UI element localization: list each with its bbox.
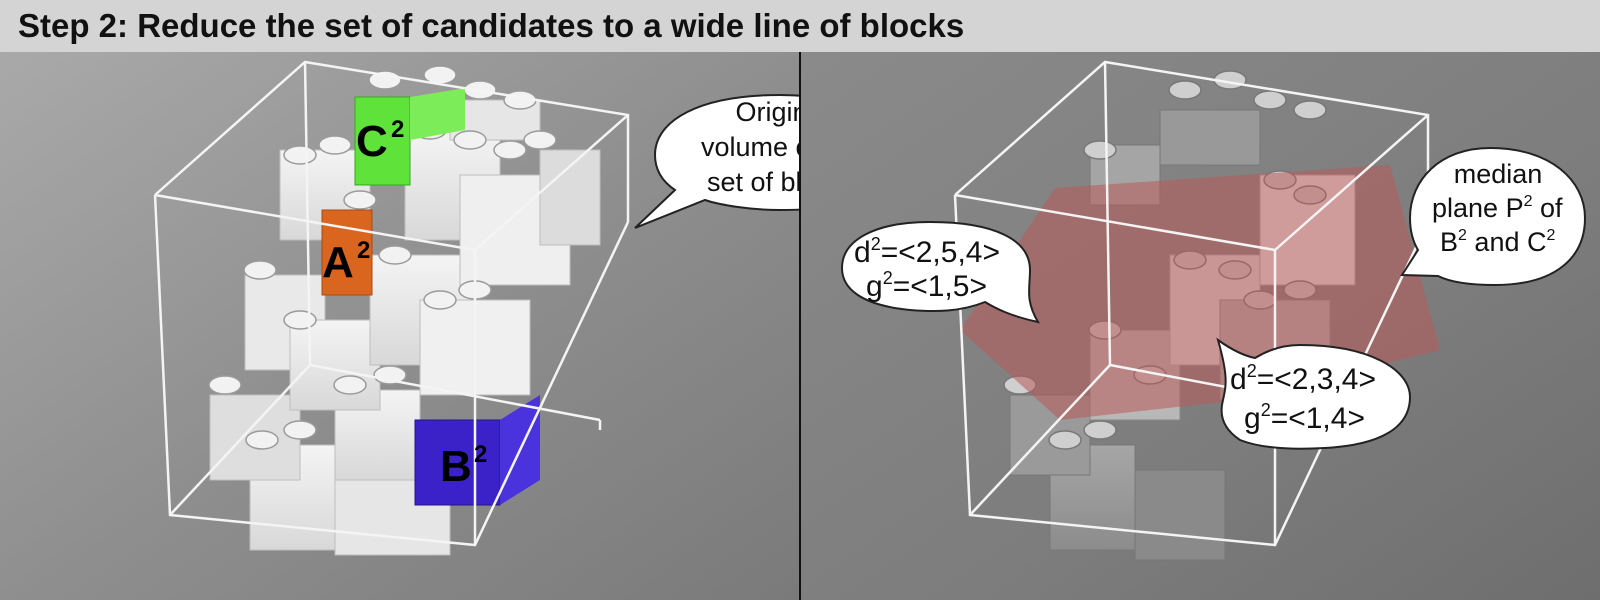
label-c2: C 2 xyxy=(356,116,404,166)
block-c2 xyxy=(354,96,411,186)
page-title: Step 2: Reduce the set of candidates to … xyxy=(18,7,965,44)
label-a2: A 2 xyxy=(322,237,370,287)
left-panel: C 2 A 2 B 2 Original volume of the set o… xyxy=(0,52,907,600)
svg-text:2: 2 xyxy=(357,237,370,264)
label-b2: B 2 xyxy=(440,441,487,491)
callout-d2-g2-right: d2=<2,3,4> g2=<1,4> xyxy=(1216,337,1412,450)
block-c2-side xyxy=(410,88,465,140)
svg-text:2: 2 xyxy=(391,116,404,143)
svg-text:A: A xyxy=(322,238,354,287)
bounding-volume-left xyxy=(153,60,630,547)
svg-text:d2=<2,3,4>: d2=<2,3,4> xyxy=(1230,361,1376,396)
svg-text:2: 2 xyxy=(474,441,487,468)
block-b2 xyxy=(414,419,501,506)
svg-text:plane P2 of: plane P2 of xyxy=(1432,193,1563,223)
figure-svg: C 2 A 2 B 2 Original volume of the set o… xyxy=(0,52,1600,600)
svg-text:B: B xyxy=(440,442,472,491)
svg-text:g2=<1,4>: g2=<1,4> xyxy=(1244,400,1365,435)
title-bar: Step 2: Reduce the set of candidates to … xyxy=(0,0,1600,52)
svg-text:g2=<1,5>: g2=<1,5> xyxy=(866,268,987,303)
callout-d2-g2-left: d2=<2,5,4> g2=<1,5> xyxy=(840,220,1041,324)
right-panel: median plane P2 of B2 and C2 d2=<2,5,4> … xyxy=(801,52,1600,600)
svg-text:C: C xyxy=(356,117,388,166)
figure-scene: C 2 A 2 B 2 Original volume of the set o… xyxy=(0,52,1600,600)
studs-left xyxy=(208,65,557,450)
callout-median-plane: median plane P2 of B2 and C2 xyxy=(1400,146,1587,287)
svg-text:d2=<2,5,4>: d2=<2,5,4> xyxy=(854,234,1000,269)
svg-text:B2 and C2: B2 and C2 xyxy=(1440,227,1555,257)
svg-text:median: median xyxy=(1454,159,1543,189)
